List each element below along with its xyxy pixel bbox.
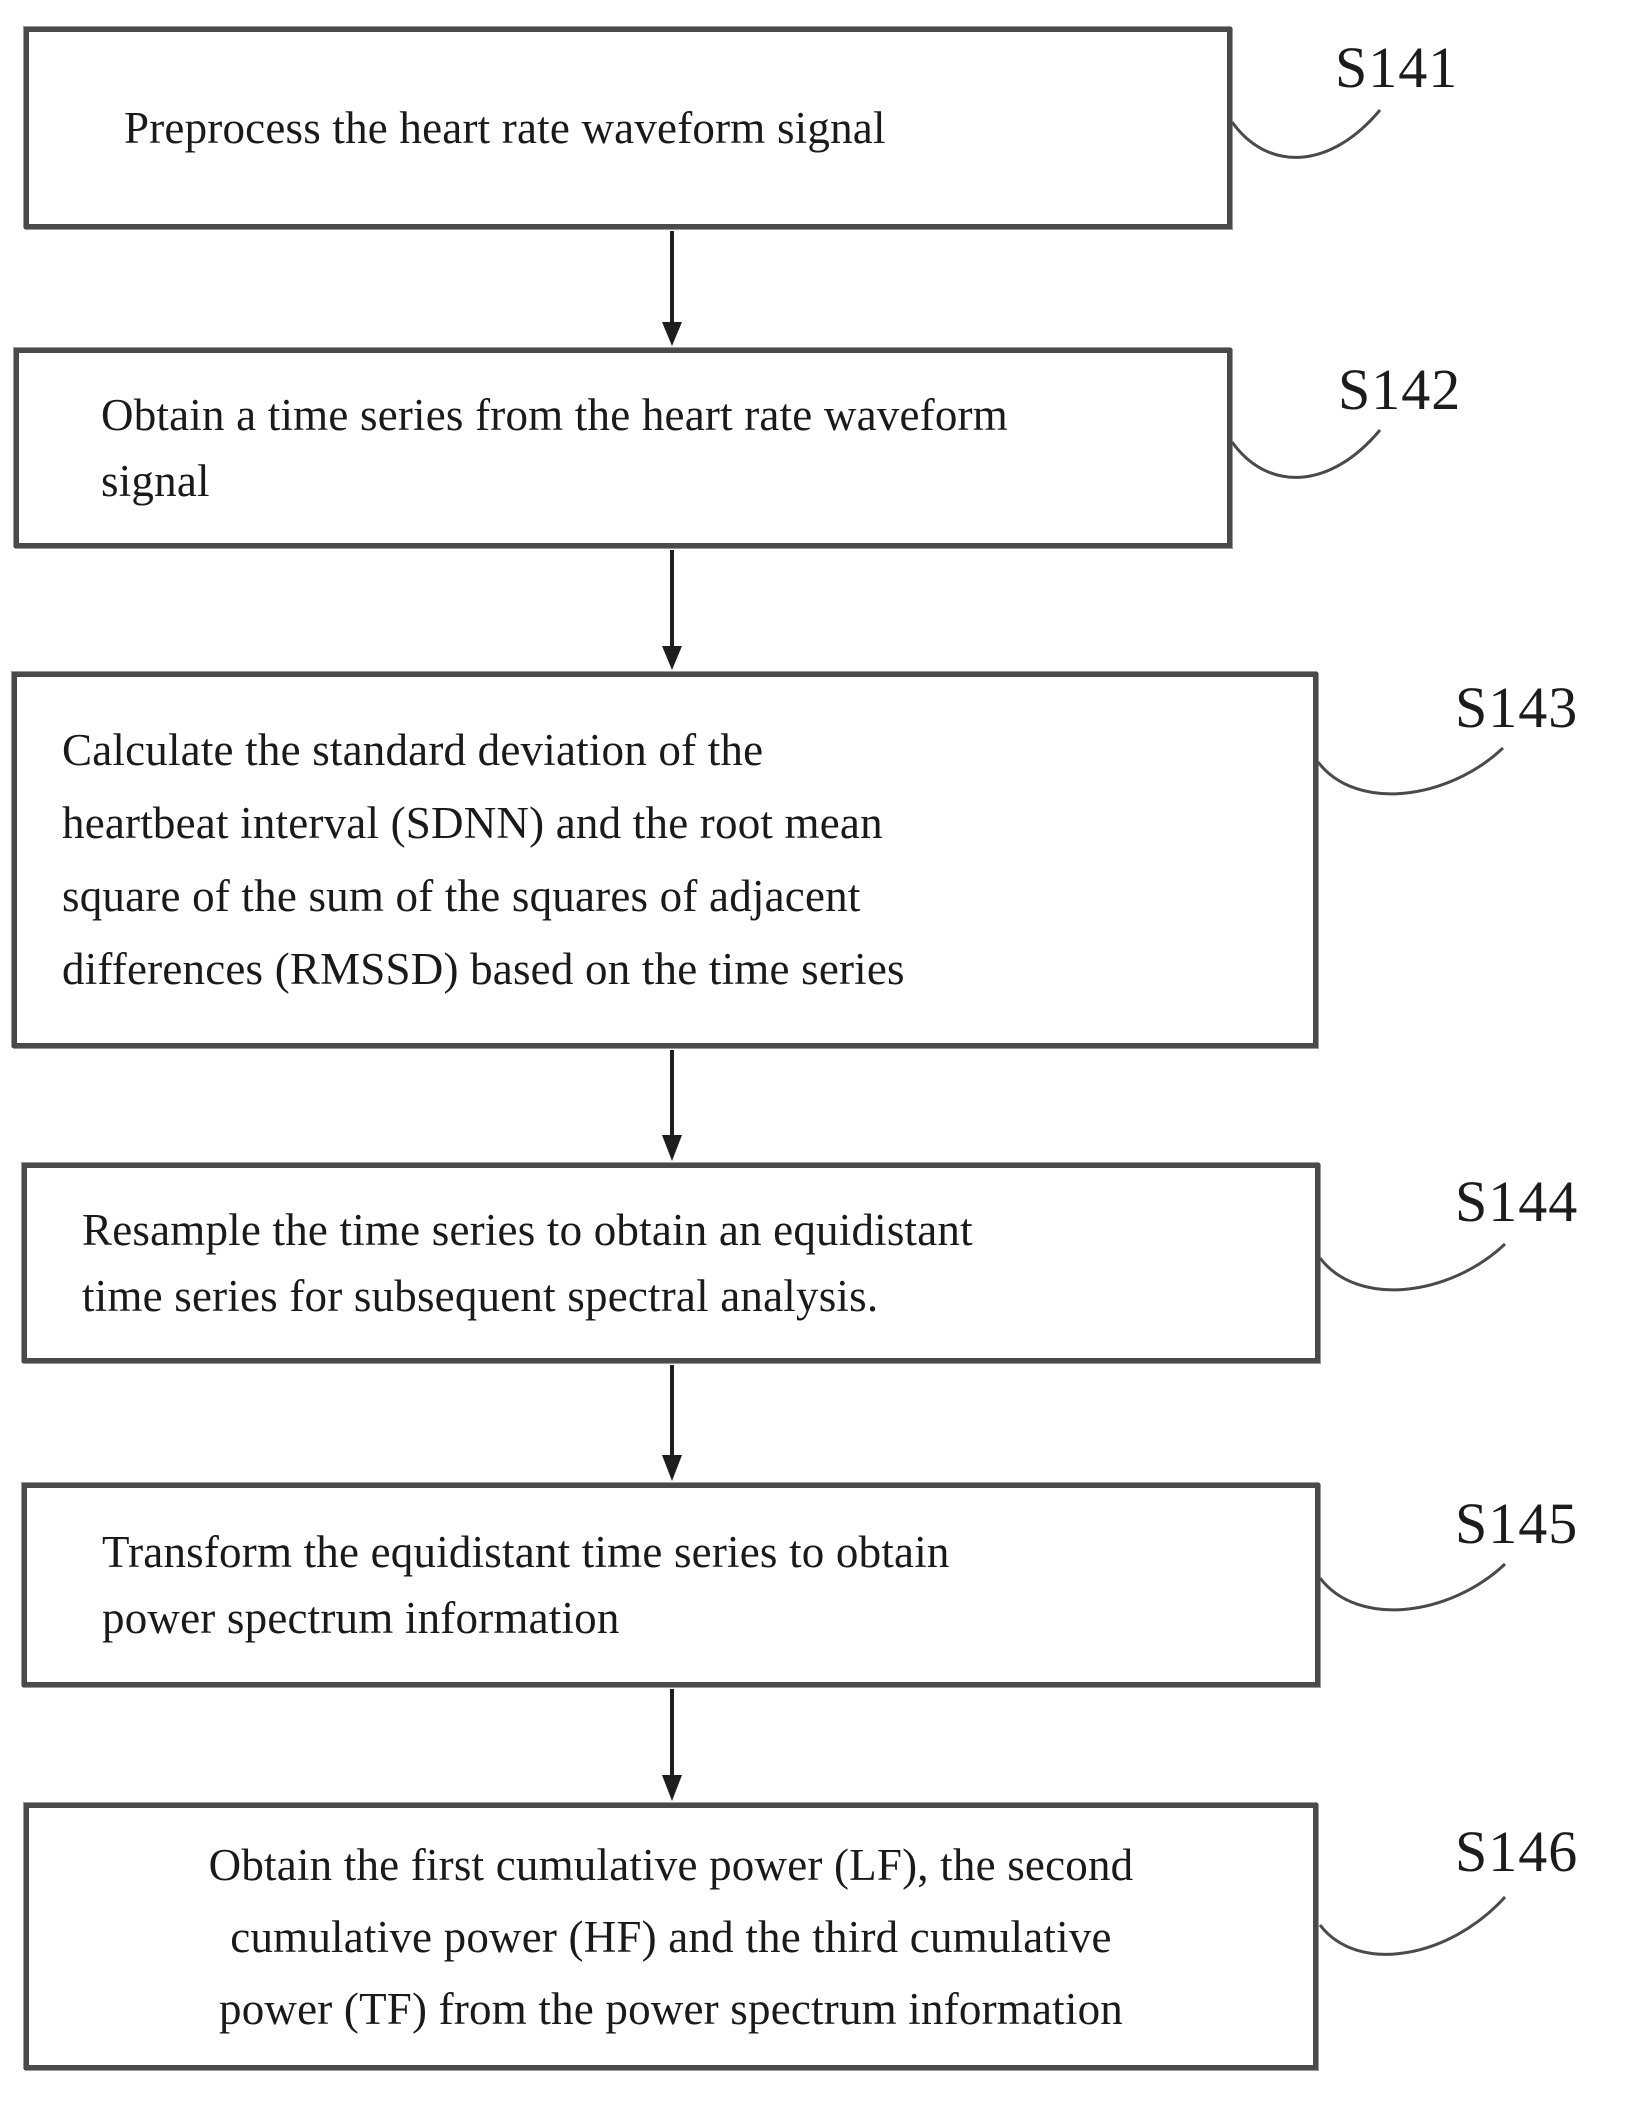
flow-box-s146: Obtain the first cumulative power (LF), … — [24, 1803, 1318, 2070]
flow-box-s144-text: Resample the time series to obtain an eq… — [82, 1205, 973, 1321]
label-connector-s144 — [1318, 1242, 1507, 1292]
label-connector-s141 — [1230, 109, 1382, 159]
down-arrow-4-5 — [662, 1365, 682, 1481]
down-arrow-1-2 — [662, 231, 682, 346]
step-label-s145: S145 — [1455, 1491, 1579, 1556]
step-label-s143: S143 — [1455, 675, 1579, 740]
flow-box-s146-text: Obtain the first cumulative power (LF), … — [208, 1839, 1134, 2034]
label-connector-s143 — [1316, 746, 1505, 796]
label-connector-s146 — [1318, 1895, 1507, 1956]
down-arrow-3-4 — [662, 1050, 682, 1161]
flow-box-s145-text: Transform the equidistant time series to… — [102, 1527, 950, 1643]
flow-box-s143-text: Calculate the standard deviation of the … — [62, 725, 905, 994]
step-label-s141: S141 — [1335, 35, 1459, 100]
flow-box-s144: Resample the time series to obtain an eq… — [22, 1163, 1320, 1363]
down-arrow-5-6 — [662, 1689, 682, 1801]
flow-box-s141-text: Preprocess the heart rate waveform signa… — [124, 103, 886, 153]
step-label-s144: S144 — [1455, 1169, 1579, 1234]
down-arrow-2-3 — [662, 550, 682, 670]
step-label-s146: S146 — [1455, 1819, 1579, 1884]
step-label-s142: S142 — [1338, 357, 1462, 422]
flow-box-s141: Preprocess the heart rate waveform signa… — [24, 27, 1232, 229]
label-connector-s142 — [1230, 429, 1382, 479]
flow-box-s142: Obtain a time series from the heart rate… — [14, 348, 1232, 548]
label-connector-s145 — [1318, 1562, 1507, 1612]
flow-box-s142-text: Obtain a time series from the heart rate… — [101, 390, 1008, 506]
flow-box-s145: Transform the equidistant time series to… — [22, 1483, 1320, 1687]
flow-box-s143: Calculate the standard deviation of the … — [12, 672, 1318, 1048]
